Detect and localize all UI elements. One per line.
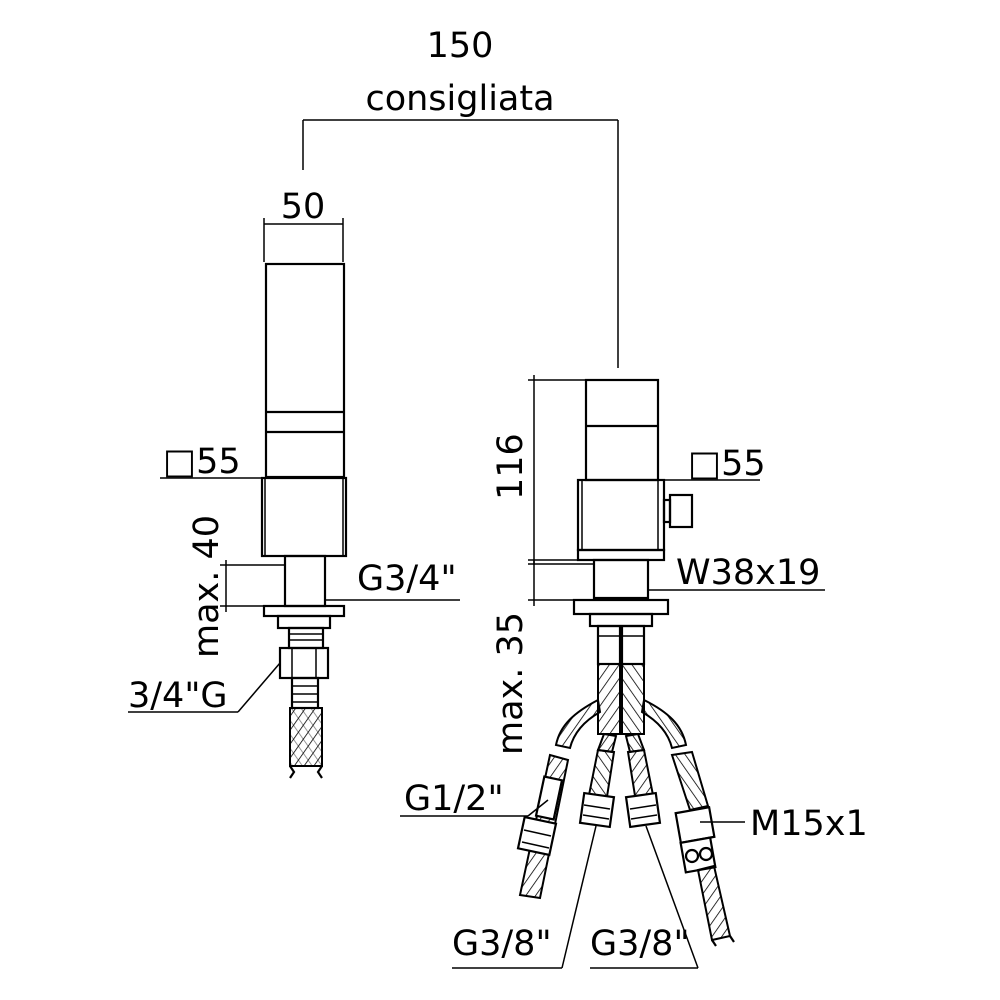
bottom-right-label: G3/8": [590, 924, 690, 964]
dim-50-label: 50: [281, 187, 326, 227]
right-hose-left-label: G1/2": [404, 779, 504, 819]
right-nut-label: W38x19: [676, 553, 820, 593]
left-conn-label: 3/4"G: [128, 676, 228, 716]
right-mixer: 116 □55 W38x19 max. 35: [400, 375, 868, 969]
left-shower-holder: 50 □55 G3/4" max. 40: [128, 187, 460, 779]
right-hose-right-label: M15x1: [750, 804, 868, 844]
dim-150-label: 150: [427, 26, 494, 66]
bottom-left-label: G3/8": [452, 924, 552, 964]
dim-150-note: consigliata: [365, 79, 554, 119]
left-thread-label: G3/4": [357, 559, 457, 599]
right-height-label: 116: [491, 433, 531, 500]
right-square-label: □55: [688, 444, 766, 484]
left-max-label: max. 40: [187, 515, 227, 658]
left-square-label: □55: [163, 442, 241, 482]
dimension-150: 150 consigliata: [302, 26, 619, 368]
right-max-label: max. 35: [491, 612, 531, 755]
